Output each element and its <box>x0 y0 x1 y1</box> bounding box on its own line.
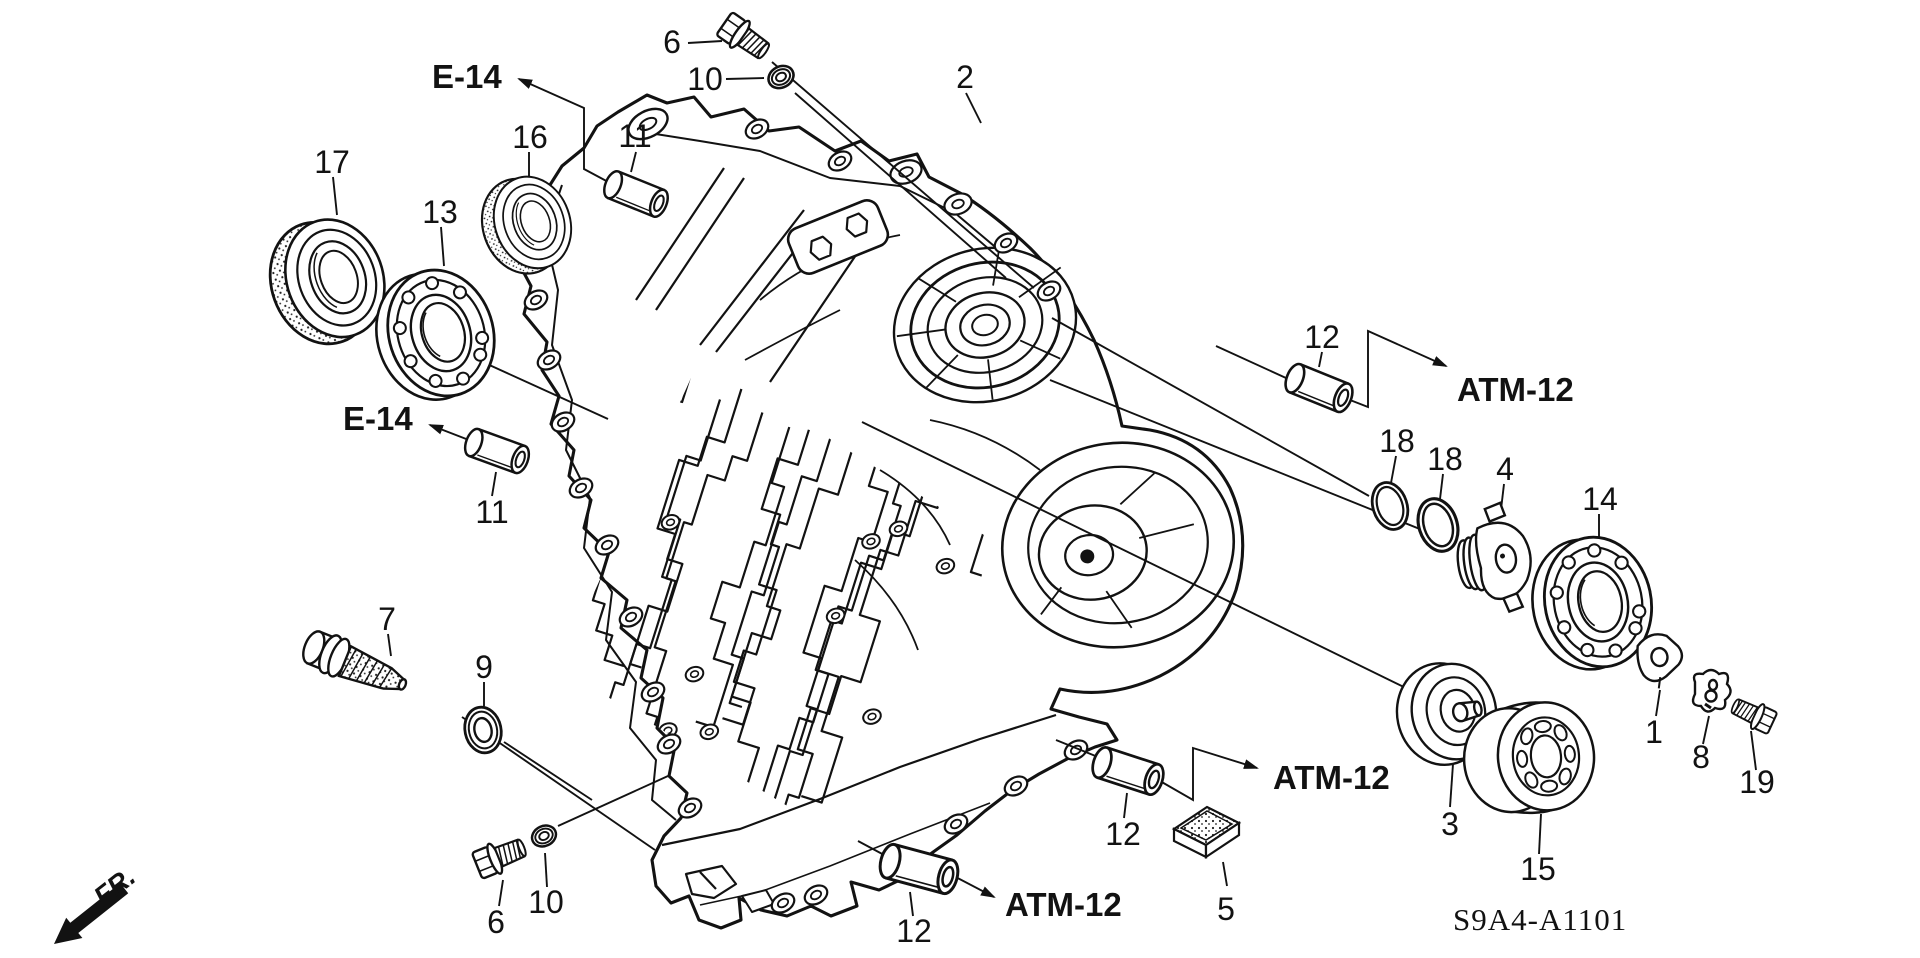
part-callout-6-5: 6 <box>663 24 681 60</box>
transmission-case <box>492 93 1245 930</box>
part-callout-14-18: 14 <box>1582 481 1618 517</box>
part-12-dowel-right <box>1280 360 1358 416</box>
part-4-rotor <box>1456 501 1532 614</box>
part-callout-5-4: 5 <box>1217 891 1235 927</box>
part-10-washer-top <box>763 60 799 94</box>
callout-lines <box>332 40 1757 917</box>
bolt-hole-ear <box>1003 775 1029 797</box>
reference-label-atm12-bottom: ATM-12 <box>1005 886 1122 923</box>
bolt-hole-ear <box>536 349 562 371</box>
part-1-bracket <box>1636 633 1684 689</box>
bolt-hole-ear <box>803 884 829 906</box>
bolt-hole-ear <box>640 681 666 703</box>
part-callout-11-12: 11 <box>618 118 651 154</box>
part-6-bolt-bottom <box>469 830 532 882</box>
differential-bore <box>1000 441 1236 649</box>
part-18-oring-left <box>1365 476 1415 536</box>
fr-arrow-icon <box>54 883 129 944</box>
part-callout-10-11: 10 <box>528 884 564 920</box>
part-callout-12-15: 12 <box>1105 816 1141 852</box>
part-7-sensor <box>302 630 408 691</box>
bolt-hole-ear <box>744 118 770 140</box>
fr-indicator <box>54 883 129 944</box>
part-8-lock-washer <box>1691 668 1732 713</box>
part-callout-13-17: 13 <box>422 194 458 230</box>
bolt-hole-ear <box>943 813 969 835</box>
part-6-bolt-top <box>713 9 777 67</box>
parts <box>252 9 1780 898</box>
bolt-hole-ear <box>1036 280 1062 302</box>
part-callout-1-0: 1 <box>1645 714 1663 750</box>
reference-label-e14-left: E-14 <box>343 400 413 437</box>
part-10-washer-bottom <box>527 820 561 852</box>
part-callout-18-23: 18 <box>1427 441 1463 477</box>
part-15-bearing <box>1462 701 1596 815</box>
part-12-dowel-bottom <box>875 840 963 898</box>
part-callout-9-9: 9 <box>475 649 493 685</box>
bolt-hole-ear <box>770 892 796 914</box>
bolt-hole-ear <box>827 150 853 172</box>
reference-label-atm12-mid: ATM-12 <box>1273 759 1390 796</box>
torque-converter-bore <box>892 237 1078 404</box>
part-callout-12-16: 12 <box>896 913 932 949</box>
bolt-hole-ear <box>618 606 644 628</box>
e14-top-arrow <box>517 78 613 185</box>
part-callout-18-22: 18 <box>1379 423 1415 459</box>
part-callout-19-24: 19 <box>1739 764 1775 800</box>
bolt-hole-ear <box>550 411 576 433</box>
part-callout-17-21: 17 <box>314 144 350 180</box>
part-18-oring-right <box>1410 491 1466 559</box>
part-5-magnet <box>1171 805 1242 860</box>
bolt-hole-ear <box>594 534 620 556</box>
diagram-code: S9A4-A1101 <box>1453 902 1627 937</box>
part-callout-16-20: 16 <box>512 119 548 155</box>
atm12-mid-arrow <box>1159 746 1259 802</box>
part-callout-4-3: 4 <box>1496 451 1514 487</box>
part-callout-10-10: 10 <box>687 61 723 97</box>
part-9-washer <box>463 705 503 755</box>
reference-label-e14-top: E-14 <box>432 58 502 95</box>
part-19-bolt <box>1726 691 1780 737</box>
part-3-cone <box>1395 662 1498 767</box>
bolt-hole-ear <box>523 289 549 311</box>
part-12-dowel-mid <box>1087 743 1169 799</box>
bolt-hole-ear <box>656 733 682 755</box>
part-callout-15-19: 15 <box>1520 851 1556 887</box>
bolt-hole-ear <box>568 477 594 499</box>
reference-label-atm12-right: ATM-12 <box>1457 371 1574 408</box>
part-callout-2-1: 2 <box>956 59 974 95</box>
part-callout-12-14: 12 <box>1304 319 1340 355</box>
part-callout-8-8: 8 <box>1692 739 1710 775</box>
part-callout-6-6: 6 <box>487 904 505 940</box>
bolt-hole-ear <box>993 232 1019 254</box>
part-11-dowel-left <box>460 425 534 477</box>
atm12-right-arrow <box>1349 329 1448 409</box>
bolt-hole-ear <box>677 797 703 819</box>
part-callout-11-13: 11 <box>475 494 508 530</box>
part-callout-7-7: 7 <box>378 601 396 637</box>
part-callout-3-2: 3 <box>1441 806 1459 842</box>
